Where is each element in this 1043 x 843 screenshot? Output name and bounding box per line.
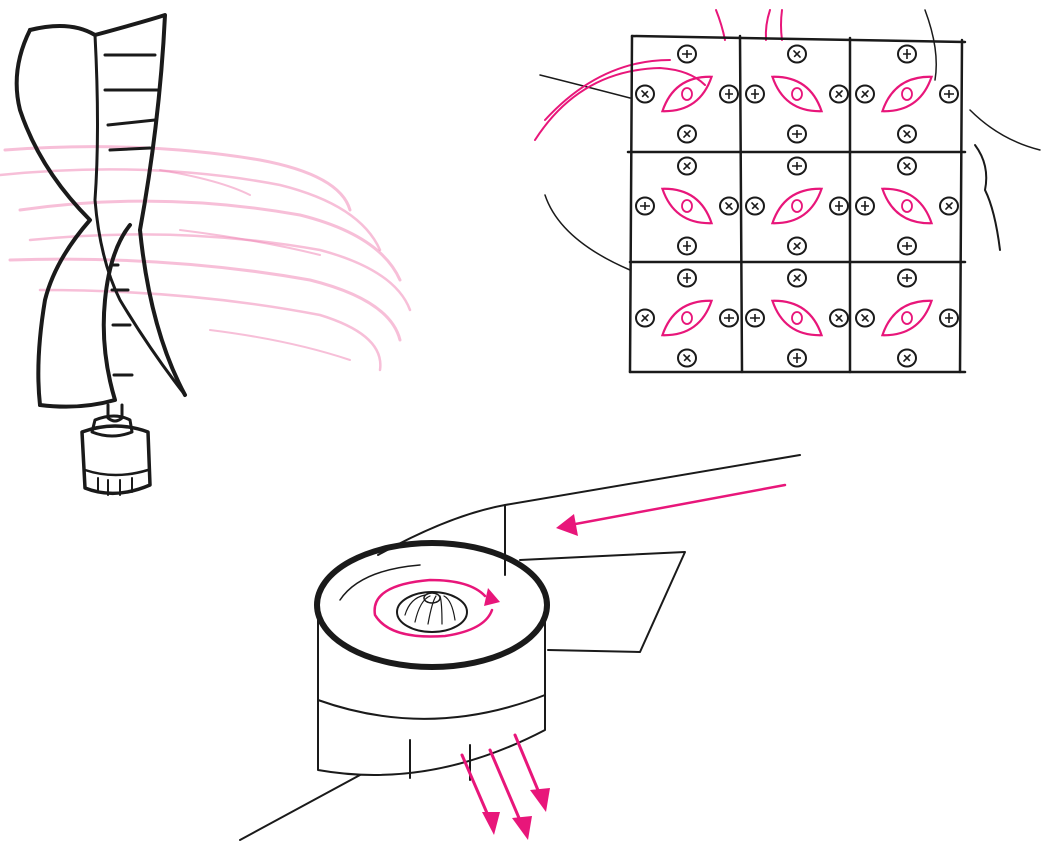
grid-cell bbox=[855, 268, 959, 368]
grid-cell bbox=[745, 156, 849, 256]
circled-glyph bbox=[745, 196, 765, 216]
circled-glyph bbox=[939, 84, 959, 104]
circled-glyph bbox=[897, 268, 917, 288]
circled-glyph bbox=[787, 268, 807, 288]
circled-glyph bbox=[635, 308, 655, 328]
pink-lens-cell bbox=[770, 75, 824, 113]
rotation-arrow bbox=[373, 578, 500, 638]
circled-glyph bbox=[897, 236, 917, 256]
circled-glyph bbox=[829, 308, 849, 328]
circled-glyph bbox=[787, 124, 807, 144]
circled-glyph bbox=[745, 84, 765, 104]
helical-blade bbox=[14, 13, 187, 409]
cell-grid bbox=[534, 9, 1041, 374]
helical-wind-turbine bbox=[0, 13, 412, 496]
circled-glyph bbox=[677, 236, 697, 256]
generator-housing bbox=[80, 403, 152, 496]
circled-glyph bbox=[719, 84, 739, 104]
circled-glyph bbox=[677, 156, 697, 176]
circled-glyph bbox=[939, 196, 959, 216]
pink-lens-cell bbox=[660, 299, 714, 337]
cell-core bbox=[681, 311, 693, 325]
circled-glyph bbox=[787, 44, 807, 64]
grid-cell bbox=[635, 44, 739, 144]
inflow-arrow bbox=[556, 483, 787, 536]
circled-glyph bbox=[677, 44, 697, 64]
circled-glyph bbox=[855, 308, 875, 328]
grid-cell bbox=[855, 156, 959, 256]
cylinder-housing bbox=[314, 540, 550, 781]
cell-core bbox=[901, 311, 913, 325]
outflow-arrows bbox=[460, 733, 550, 840]
circled-glyph bbox=[897, 156, 917, 176]
circled-glyph bbox=[855, 196, 875, 216]
circled-glyph bbox=[897, 348, 917, 368]
circled-glyph bbox=[897, 44, 917, 64]
circled-glyph bbox=[745, 308, 765, 328]
cell-core bbox=[901, 87, 913, 101]
pink-lens-cell bbox=[880, 299, 934, 337]
grid bbox=[626, 34, 967, 374]
incoming-wires bbox=[534, 9, 1041, 271]
circled-glyph bbox=[635, 196, 655, 216]
pink-lens-cell bbox=[770, 299, 824, 337]
pink-lens-cell bbox=[660, 75, 714, 113]
pink-lens-cell bbox=[880, 187, 934, 225]
circled-glyph bbox=[829, 84, 849, 104]
circled-glyph bbox=[677, 124, 697, 144]
cell-core bbox=[681, 87, 693, 101]
pink-lens-cell bbox=[880, 75, 934, 113]
cell-core bbox=[901, 199, 913, 213]
grid-cells bbox=[635, 44, 959, 368]
grid-cell bbox=[635, 156, 739, 256]
circled-glyph bbox=[829, 196, 849, 216]
circled-glyph bbox=[677, 268, 697, 288]
cell-core bbox=[791, 199, 803, 213]
circled-glyph bbox=[787, 156, 807, 176]
pink-lens-cell bbox=[660, 187, 714, 225]
circled-glyph bbox=[719, 196, 739, 216]
fan-hub bbox=[396, 591, 468, 633]
circled-glyph bbox=[939, 308, 959, 328]
grid-cell bbox=[745, 44, 849, 144]
grid-cell bbox=[635, 268, 739, 368]
circled-glyph bbox=[787, 348, 807, 368]
circled-glyph bbox=[897, 124, 917, 144]
rooftop-vortex-vent bbox=[239, 454, 801, 841]
cell-core bbox=[791, 311, 803, 325]
circled-glyph bbox=[677, 348, 697, 368]
pink-lens-cell bbox=[770, 187, 824, 225]
grid-cell bbox=[855, 44, 959, 144]
grid-cell bbox=[745, 268, 849, 368]
cell-core bbox=[681, 199, 693, 213]
circled-glyph bbox=[855, 84, 875, 104]
circled-glyph bbox=[719, 308, 739, 328]
circled-glyph bbox=[787, 236, 807, 256]
circled-glyph bbox=[635, 84, 655, 104]
cell-core bbox=[791, 87, 803, 101]
